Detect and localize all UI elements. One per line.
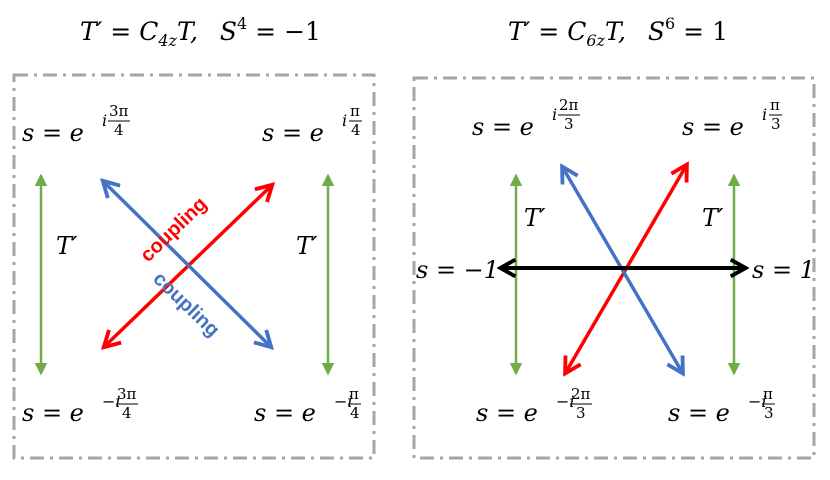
right-panel-title: T′ = C6zT,S6 = 1 bbox=[508, 14, 728, 50]
svg-text:i: i bbox=[102, 111, 107, 130]
svg-text:π: π bbox=[763, 385, 773, 403]
svg-text:2π: 2π bbox=[559, 96, 579, 114]
svg-text:s = e: s = e bbox=[476, 399, 538, 427]
svg-text:s = e: s = e bbox=[22, 119, 84, 147]
right-label-left: s = −1 bbox=[416, 256, 499, 284]
left-t-prime-label-right: T′ bbox=[296, 232, 318, 260]
right-label-bottom-right: s = e −i π 3 bbox=[668, 385, 775, 427]
svg-text:−i: −i bbox=[334, 392, 353, 411]
svg-text:s = e: s = e bbox=[682, 113, 744, 141]
svg-text:3: 3 bbox=[576, 404, 586, 422]
svg-text:3: 3 bbox=[771, 115, 781, 133]
left-panel-title: T′ = C4zT,S4 = −1 bbox=[80, 14, 321, 50]
svg-text:π: π bbox=[770, 96, 780, 114]
svg-text:s = e: s = e bbox=[472, 113, 534, 141]
right-t-prime-label-left: T′ bbox=[524, 204, 546, 232]
right-panel-frame bbox=[412, 76, 816, 460]
right-panel: T′ = C6zT,S6 = 1 T′ T′ s = −1 s = 1 s = … bbox=[412, 14, 816, 460]
svg-text:−i: −i bbox=[748, 392, 767, 411]
svg-text:−i: −i bbox=[102, 392, 121, 411]
right-label-right: s = 1 bbox=[752, 256, 815, 284]
svg-text:s = e: s = e bbox=[668, 399, 730, 427]
svg-text:4: 4 bbox=[114, 121, 124, 139]
right-label-bottom-left: s = e −i 2π 3 bbox=[476, 385, 592, 427]
svg-text:π: π bbox=[349, 385, 359, 403]
right-t-prime-label-right: T′ bbox=[702, 204, 724, 232]
svg-text:4: 4 bbox=[351, 121, 361, 139]
svg-text:3π: 3π bbox=[109, 102, 129, 120]
svg-text:3π: 3π bbox=[117, 385, 137, 403]
svg-text:−i: −i bbox=[556, 392, 575, 411]
left-label-top-left: s = e i 3π 4 bbox=[22, 102, 130, 147]
svg-text:s = e: s = e bbox=[254, 399, 316, 427]
svg-text:i: i bbox=[552, 105, 557, 124]
svg-text:3: 3 bbox=[764, 404, 774, 422]
svg-text:4: 4 bbox=[122, 404, 132, 422]
svg-text:π: π bbox=[350, 102, 360, 120]
right-label-top-left: s = e i 2π 3 bbox=[472, 96, 580, 141]
svg-text:s = e: s = e bbox=[262, 119, 324, 147]
left-label-top-right: s = e i π 4 bbox=[262, 102, 362, 147]
left-label-bottom-right: s = e −i π 4 bbox=[254, 385, 361, 427]
left-blue-coupling-arrow bbox=[104, 182, 270, 346]
svg-text:s = e: s = e bbox=[22, 399, 84, 427]
svg-text:2π: 2π bbox=[571, 385, 591, 403]
svg-text:i: i bbox=[342, 111, 347, 130]
svg-text:3: 3 bbox=[564, 115, 574, 133]
right-label-top-right: s = e i π 3 bbox=[682, 96, 782, 141]
left-t-prime-label-left: T′ bbox=[56, 232, 78, 260]
svg-text:i: i bbox=[762, 105, 767, 124]
svg-text:4: 4 bbox=[350, 404, 360, 422]
left-panel-frame bbox=[12, 73, 376, 460]
left-coupling-label-blue: coupling bbox=[149, 268, 224, 342]
left-panel: T′ = C4zT,S4 = −1 coupling coupling T′ T… bbox=[12, 14, 376, 460]
left-label-bottom-left: s = e −i 3π 4 bbox=[22, 385, 138, 427]
